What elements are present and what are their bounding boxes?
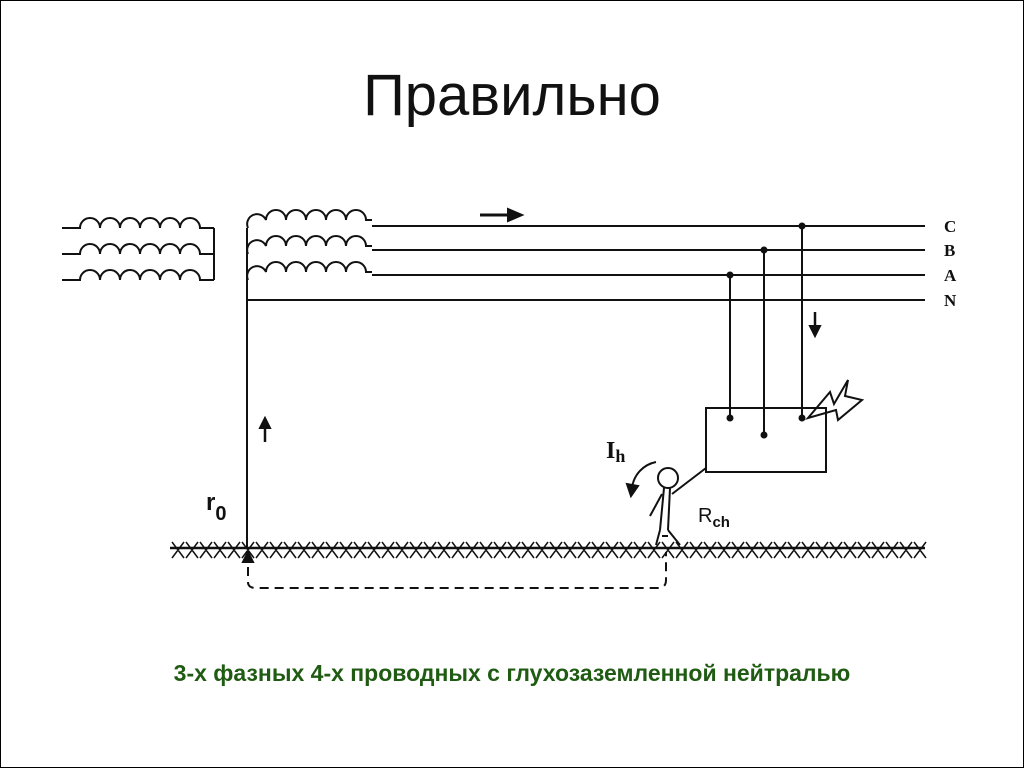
junction-b [760,246,768,254]
person-head [657,467,679,489]
person-arm-right [671,467,707,495]
diagram-caption: 3-х фазных 4-х проводных с глухозаземлен… [173,660,851,686]
transformer-secondary-coils [246,209,372,281]
ground-surface [170,541,927,559]
phase-label-c: C [944,217,956,236]
slide-title: Правильно [363,63,661,128]
person-body [659,487,671,531]
body-resistance-label: Rch [698,505,730,531]
transformer-primary-coils [62,217,215,281]
terminal-a [726,414,734,422]
supply-lines [247,225,925,301]
person-legs [655,529,681,546]
arrow-up-icon [258,415,272,442]
junction-a [726,271,734,279]
primary-coil-1 [62,217,214,229]
equipment-enclosure [705,407,827,473]
terminal-b [760,431,768,439]
phase-label-b: B [944,241,955,260]
secondary-coil-c [246,209,372,229]
ground-hatching [171,541,927,559]
touch-current-label: Ih [606,438,625,466]
arrow-down-icon [808,312,822,339]
phase-label-a: A [944,266,957,285]
junction-c [798,222,806,230]
primary-coil-2 [62,243,214,255]
primary-coil-3 [62,269,214,281]
curved-current-arrow-icon [625,461,657,499]
equipment-taps [726,222,806,439]
arrow-right-icon [480,207,525,223]
ground-electrode-arrow-icon [241,549,255,563]
earth-return-path [247,552,667,589]
person-arm-left [649,493,663,517]
secondary-coil-b [246,235,372,255]
terminal-c [798,414,806,422]
ground-resistance-label: r0 [206,489,226,525]
secondary-coil-a [246,261,372,281]
person-figure-icon [649,467,707,546]
lightning-fault-icon [805,379,865,422]
phase-label-n: N [944,291,957,310]
